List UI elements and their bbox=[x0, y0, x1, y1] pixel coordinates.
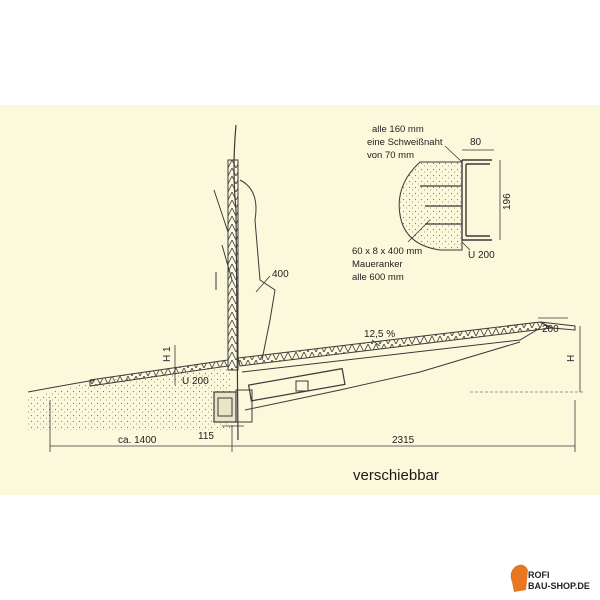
detail-note-line3: von 70 mm bbox=[367, 150, 414, 161]
anchor-note-line2: Maueranker bbox=[352, 259, 403, 270]
detail-note-line1: alle 160 mm bbox=[372, 124, 424, 135]
caption-text: verschiebbar bbox=[353, 467, 439, 484]
dim-profile-height-label: 196 bbox=[502, 193, 513, 210]
hydraulic-cylinder bbox=[247, 367, 346, 402]
anchor-note-line3: alle 600 mm bbox=[352, 272, 404, 283]
dim-tip-label: 200 bbox=[542, 324, 559, 335]
leader-400 bbox=[255, 275, 271, 293]
soil-surface bbox=[27, 379, 96, 393]
ramp-lower-chord bbox=[244, 341, 521, 411]
bracket-plate bbox=[235, 389, 253, 423]
ramp-tip bbox=[539, 321, 576, 331]
dim-u200-wall-label: U 200 bbox=[182, 376, 209, 387]
leader-weld bbox=[444, 145, 463, 163]
detail-note-line2: eine Schweißnaht bbox=[367, 137, 443, 148]
leader-u200-detail bbox=[461, 241, 471, 251]
logo-text-top: ROFI bbox=[528, 570, 550, 580]
dim-right-span-label: 2315 bbox=[392, 435, 415, 446]
leader-anchor bbox=[407, 219, 431, 243]
cylinder-fitting bbox=[295, 380, 309, 392]
dim-left-span-label: ca. 1400 bbox=[118, 435, 157, 446]
shop-logo: ROFI BAU-SHOP.DE bbox=[510, 564, 590, 592]
dim-h-label: H bbox=[566, 355, 577, 362]
anchor-note-line1: 60 x 8 x 400 mm bbox=[352, 246, 422, 257]
logo-text-bottom: BAU-SHOP.DE bbox=[528, 581, 590, 591]
wall-bracket-inner bbox=[217, 397, 233, 417]
drawing-panel bbox=[0, 105, 600, 495]
vertical-mast bbox=[227, 159, 239, 371]
dim-arm-label: 400 bbox=[272, 269, 289, 280]
dim-u200-detail-label: U 200 bbox=[468, 250, 495, 261]
ramp-underframe bbox=[241, 327, 541, 373]
dim-h1-label: H 1 bbox=[162, 346, 173, 362]
logo-icon bbox=[510, 564, 528, 592]
left-ramp bbox=[89, 359, 229, 387]
dim-offset-label: 115 bbox=[198, 431, 214, 442]
slope-label: 12,5 % bbox=[364, 329, 395, 340]
wall-bracket bbox=[213, 391, 237, 423]
soil-fill bbox=[28, 368, 232, 430]
leader-slope bbox=[371, 339, 381, 347]
mast-brace-2 bbox=[221, 244, 233, 281]
mast-bracket bbox=[239, 179, 276, 361]
detail-u-profile bbox=[461, 159, 492, 241]
dim-flange-label: 80 bbox=[470, 137, 482, 148]
mast-brace bbox=[213, 189, 229, 233]
